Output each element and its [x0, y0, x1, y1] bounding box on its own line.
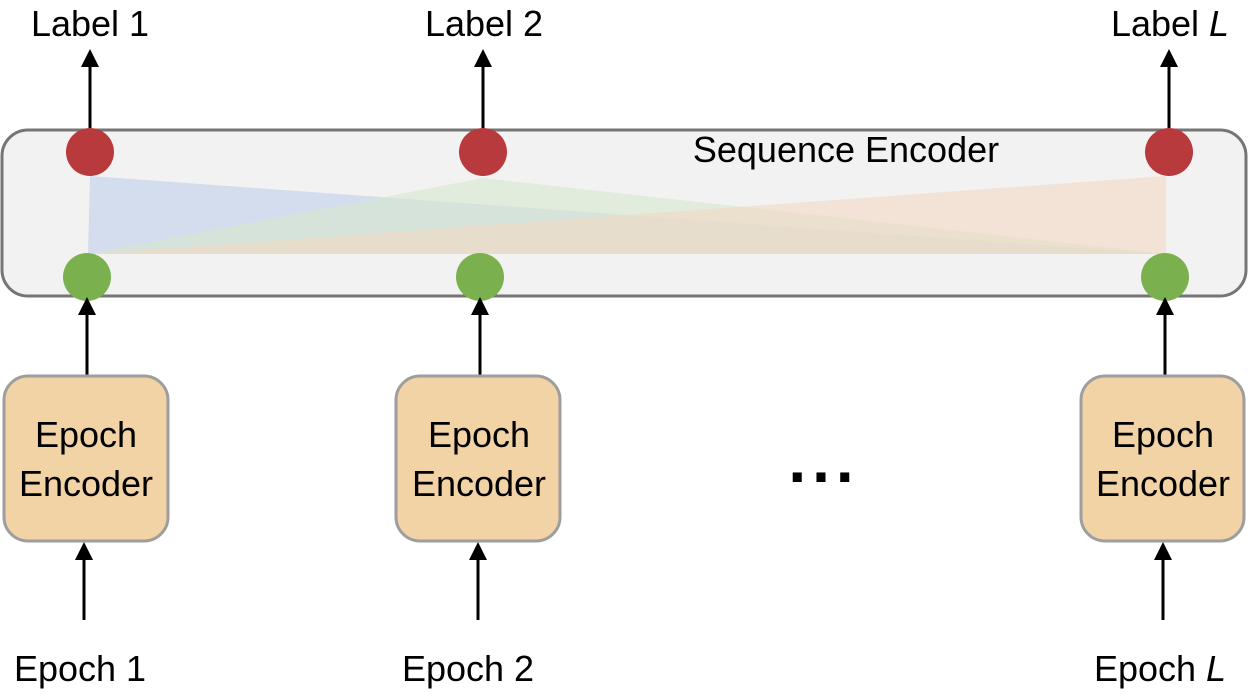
input-node-L [1141, 253, 1189, 301]
output-node-1 [66, 128, 114, 176]
bottom-label-L-suffix: L [1206, 648, 1226, 689]
epoch-encoder-L-line2: Encoder [1096, 463, 1230, 504]
epoch-encoder-2-line2: Encoder [412, 463, 546, 504]
epoch-encoder-1-line1: Epoch [35, 414, 137, 455]
top-label-1: Label 1 [31, 3, 149, 44]
output-node-2 [459, 128, 507, 176]
bottom-label-L: Epoch L [1094, 648, 1226, 689]
bottom-label-1-prefix: Epoch [14, 648, 126, 689]
bottom-label-2-suffix: 2 [514, 648, 534, 689]
input-node-2 [456, 253, 504, 301]
top-label-1-prefix: Label [31, 3, 129, 44]
epoch-encoder-1: Epoch Encoder [2, 374, 170, 543]
bottom-label-L-prefix: Epoch [1094, 648, 1206, 689]
top-label-2-prefix: Label [425, 3, 523, 44]
top-label-L-prefix: Label [1111, 3, 1209, 44]
output-node-L [1145, 128, 1193, 176]
epoch-encoder-2: Epoch Encoder [394, 374, 562, 543]
ellipsis: ... [788, 424, 859, 496]
epoch-encoder-1-line2: Encoder [19, 463, 153, 504]
epoch-encoder-L-line1: Epoch [1112, 414, 1214, 455]
bottom-label-1-suffix: 1 [126, 648, 146, 689]
top-label-2: Label 2 [425, 3, 543, 44]
bottom-label-2-prefix: Epoch [402, 648, 514, 689]
top-label-2-suffix: 2 [523, 3, 543, 44]
epoch-encoder-2-line1: Epoch [428, 414, 530, 455]
attention-fan-orange [88, 176, 1166, 254]
top-label-L: Label L [1111, 3, 1229, 44]
top-label-1-suffix: 1 [129, 3, 149, 44]
top-label-L-suffix: L [1209, 3, 1229, 44]
input-node-1 [63, 253, 111, 301]
bottom-label-1: Epoch 1 [14, 648, 146, 689]
bottom-label-2: Epoch 2 [402, 648, 534, 689]
sequence-encoder-label: Sequence Encoder [693, 129, 999, 170]
epoch-encoder-L: Epoch Encoder [1079, 374, 1246, 543]
